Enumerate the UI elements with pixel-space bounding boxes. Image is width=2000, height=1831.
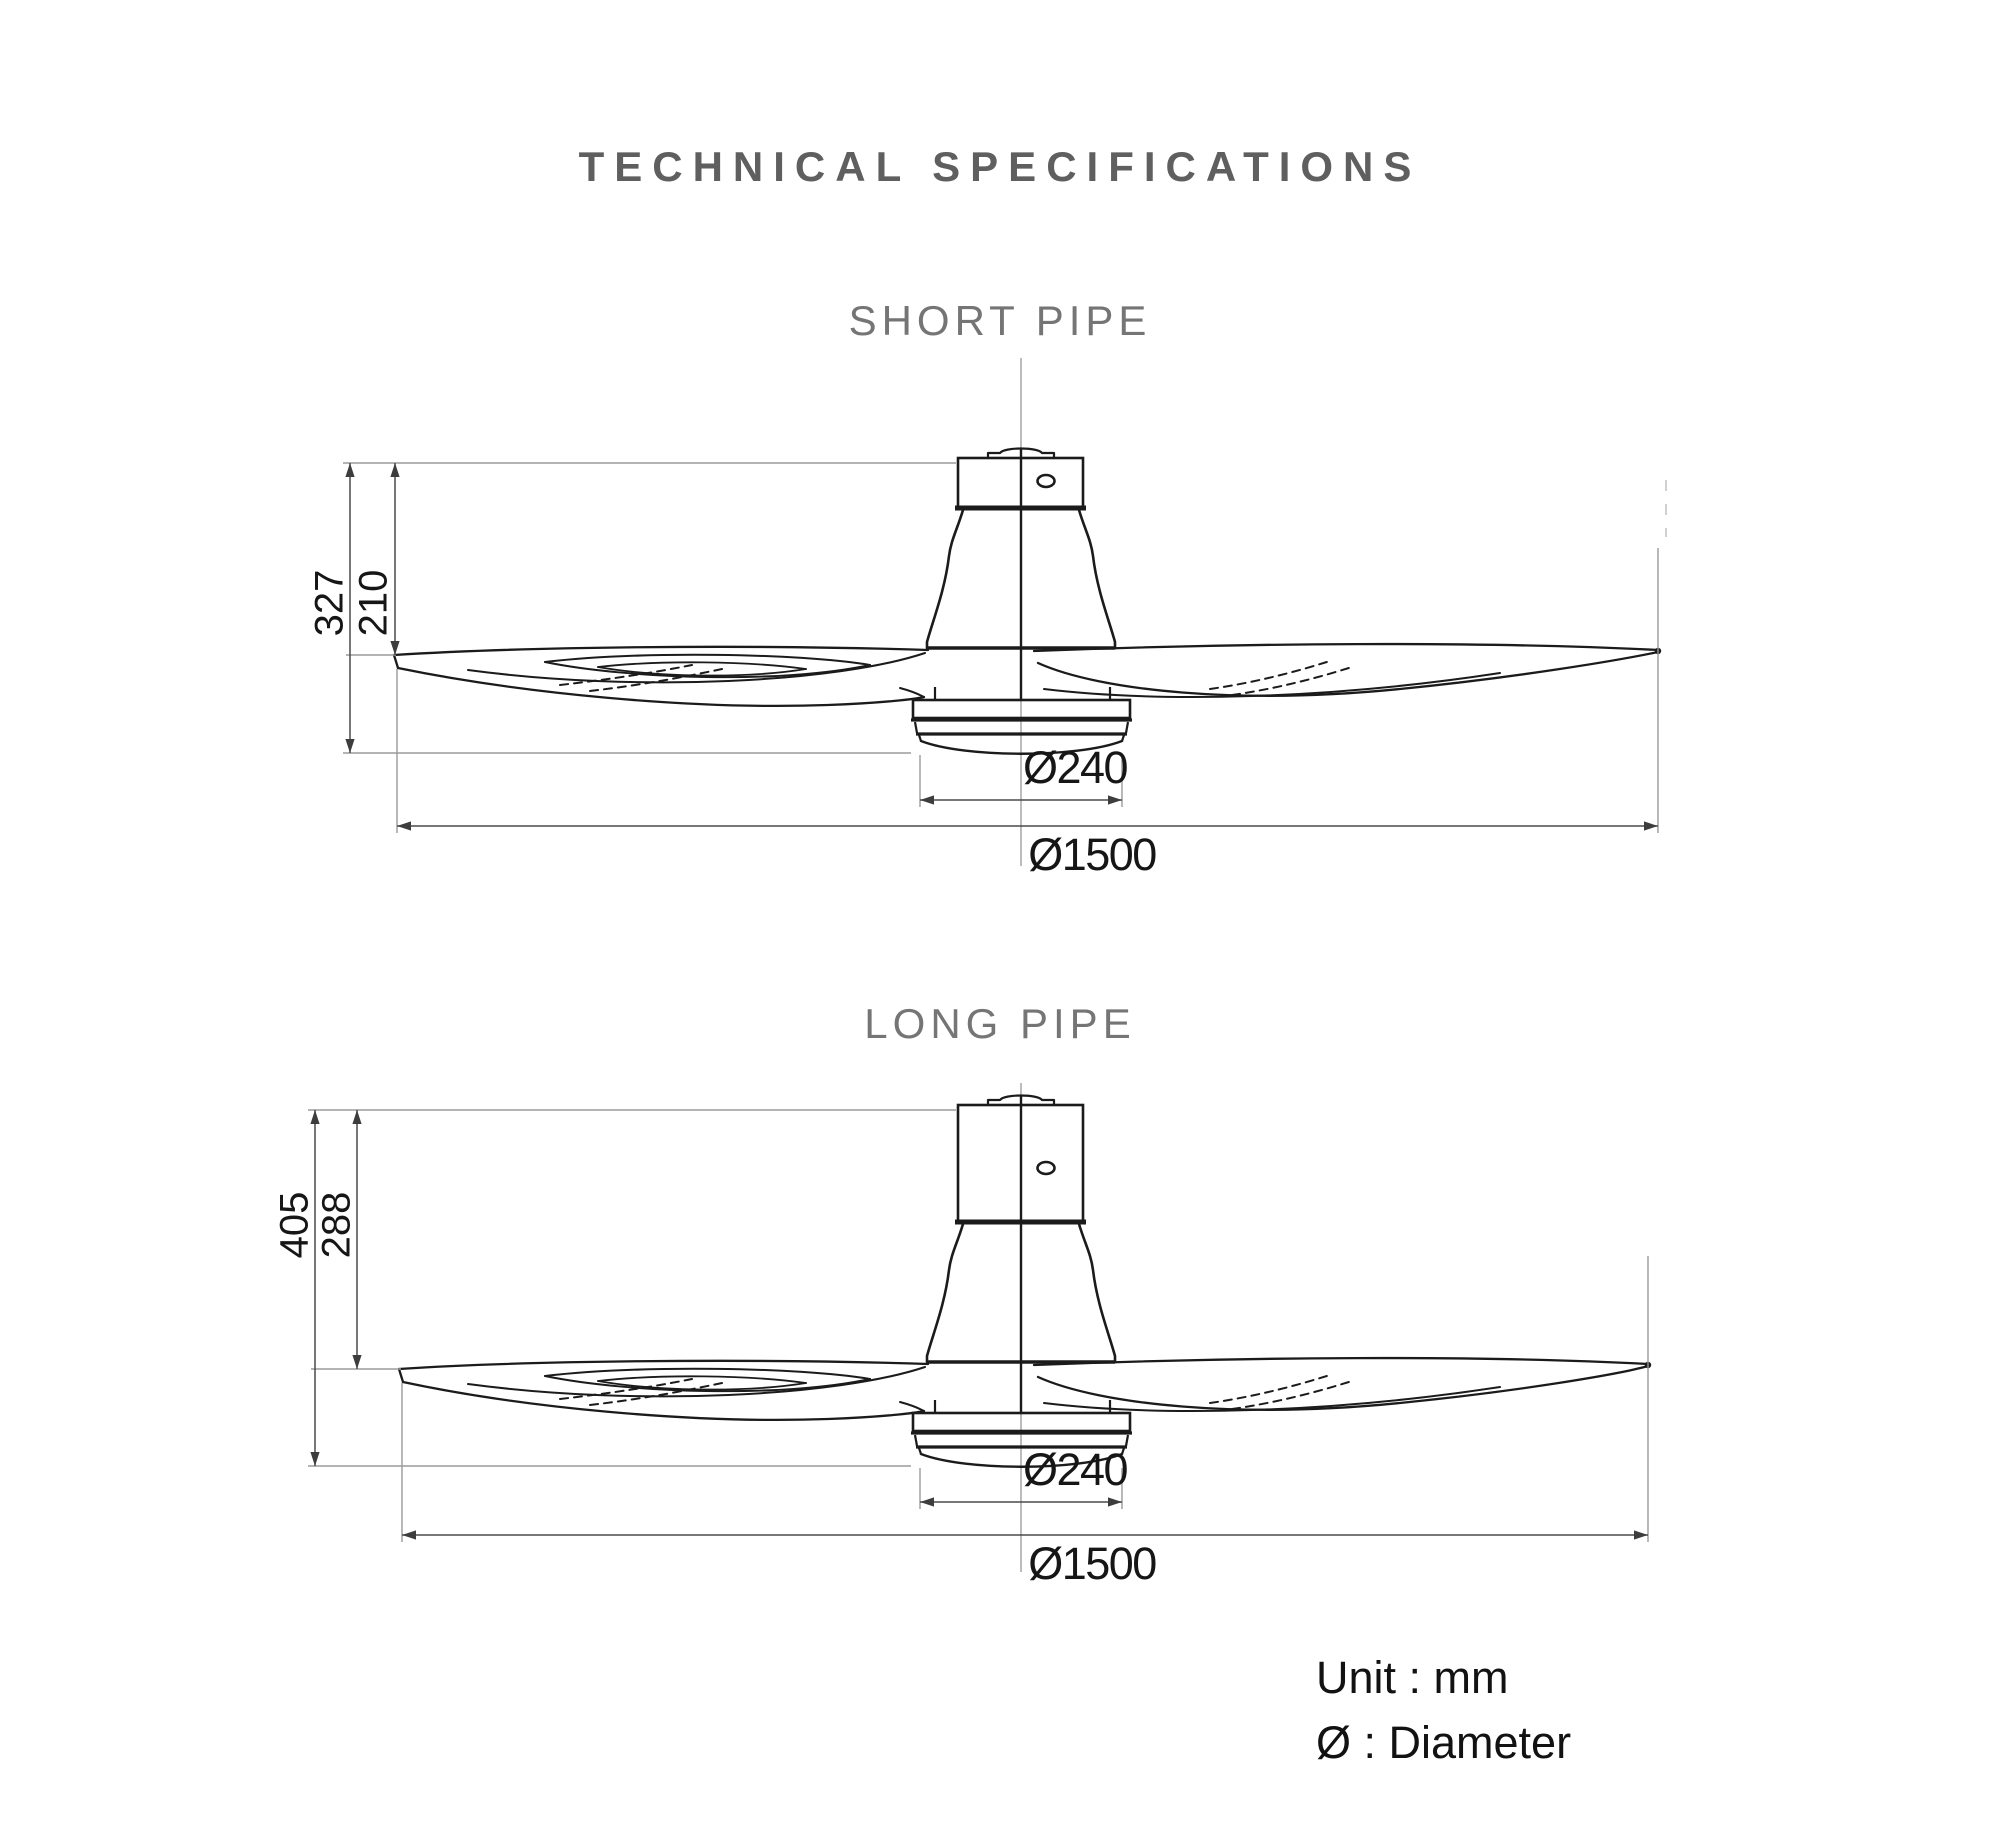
long-pipe-title: LONG PIPE — [864, 1000, 1136, 1047]
long-pipe-fan-diameter-label: Ø1500 — [1028, 1538, 1157, 1589]
short-pipe-fan-diameter-label: Ø1500 — [1028, 829, 1157, 880]
legend-unit-line: Unit : mm — [1316, 1652, 1509, 1703]
short-pipe-blade-height-label: 210 — [351, 569, 396, 637]
legend-diameter-line: Ø : Diameter — [1316, 1717, 1572, 1768]
long-pipe-total-height-label: 405 — [272, 1191, 317, 1259]
short-pipe-total-height-label: 327 — [307, 569, 352, 637]
page-title: TECHNICAL SPECIFICATIONS — [578, 143, 1422, 190]
legend: Unit : mm Ø : Diameter — [1316, 1645, 1571, 1775]
short-pipe-title: SHORT PIPE — [848, 297, 1152, 344]
short-pipe-light-kit-diameter-label: Ø240 — [1022, 742, 1129, 793]
long-pipe-blade-height-label: 288 — [314, 1191, 359, 1259]
long-pipe-light-kit-diameter-label: Ø240 — [1022, 1444, 1129, 1495]
